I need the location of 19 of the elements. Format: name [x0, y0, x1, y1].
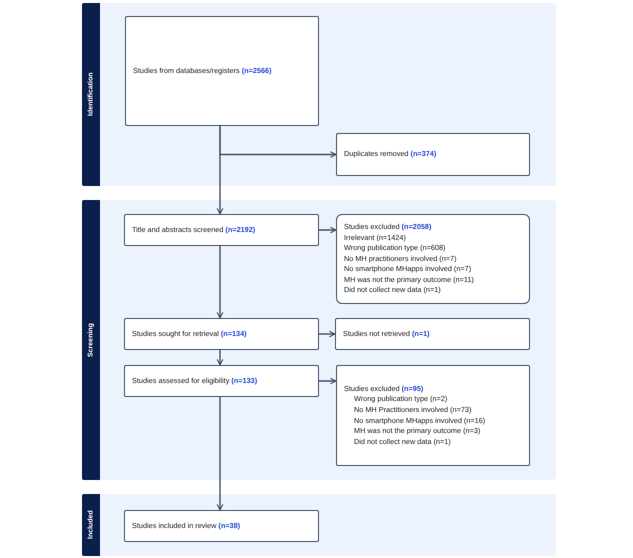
- phase-band: [82, 200, 556, 480]
- arrow: [216, 397, 224, 511]
- arrow: [319, 330, 336, 338]
- arrow: [216, 350, 224, 366]
- process-box: [336, 365, 530, 466]
- arrow: [216, 246, 224, 319]
- arrow: [319, 226, 337, 234]
- process-box: [335, 318, 530, 350]
- phase-band: [82, 3, 556, 186]
- process-box: [336, 214, 530, 304]
- process-box: [124, 510, 319, 542]
- process-box: [124, 318, 319, 350]
- process-box: [336, 133, 530, 176]
- arrow: [319, 378, 337, 384]
- phase-band: [82, 494, 556, 556]
- process-box: [125, 16, 319, 126]
- arrow: [216, 126, 224, 215]
- process-box: [124, 365, 319, 397]
- process-box: [124, 214, 319, 246]
